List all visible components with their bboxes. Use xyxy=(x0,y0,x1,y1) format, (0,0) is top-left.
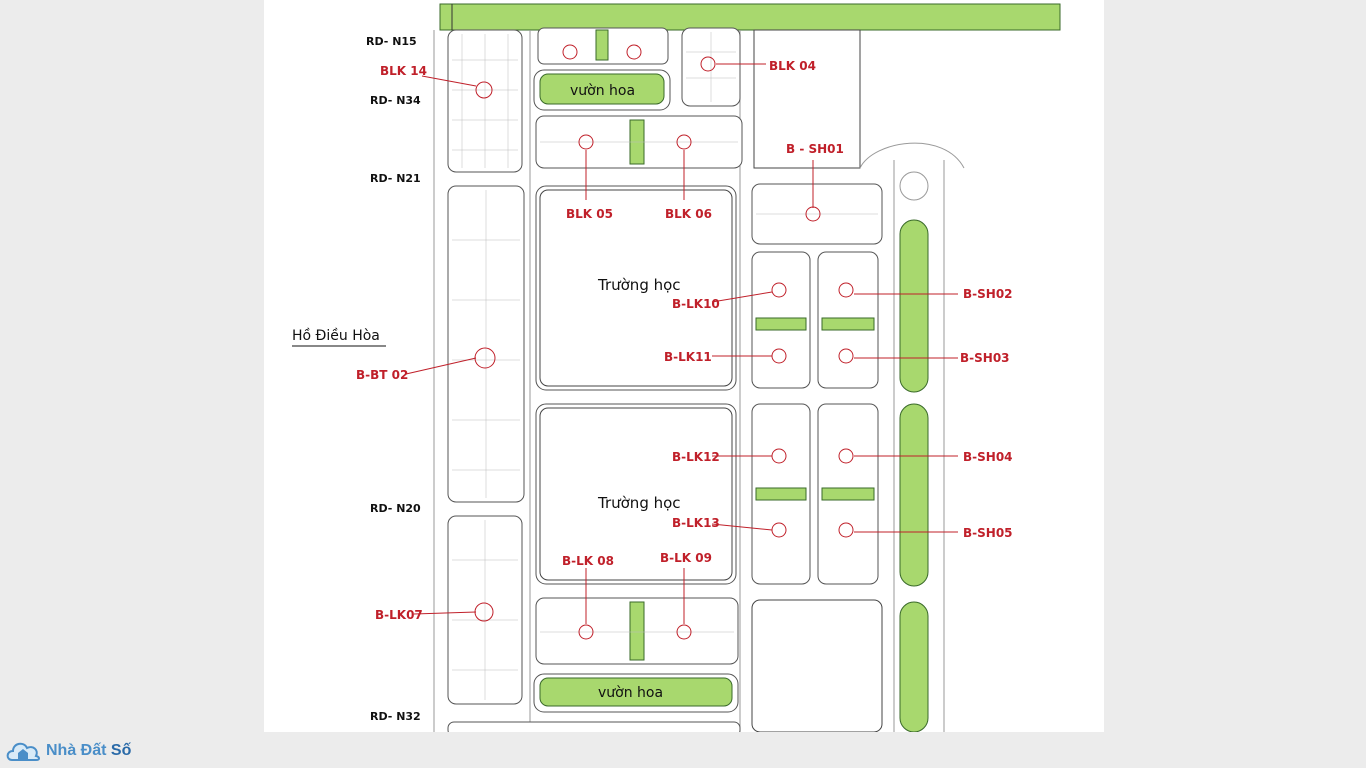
label-bsh01: B - SH01 xyxy=(786,142,844,156)
green-strip-bsh02-03 xyxy=(821,317,875,331)
label-blk08: B-LK 08 xyxy=(562,554,614,568)
site-plan-map: vườn hoa Trường học Trường học xyxy=(264,0,1104,732)
green-strip-right-1 xyxy=(899,219,929,393)
label-blk07: B-LK07 xyxy=(375,608,423,622)
label-bbt02: B-BT 02 xyxy=(356,368,408,382)
school-2-label: Trường học xyxy=(597,494,681,512)
cloud-house-icon xyxy=(6,742,40,761)
label-blk05: BLK 05 xyxy=(566,207,613,221)
green-strip-blk12-13 xyxy=(755,487,807,501)
green-strip-bsh04-05 xyxy=(821,487,875,501)
label-blk09: B-LK 09 xyxy=(660,551,712,565)
label-blk12: B-LK12 xyxy=(672,450,720,464)
garden-1-label: vườn hoa xyxy=(570,83,635,99)
top-green-strip xyxy=(439,3,1061,31)
label-bsh04: B-SH04 xyxy=(963,450,1013,464)
garden-2-label: vườn hoa xyxy=(598,685,663,701)
green-divider-top xyxy=(595,29,609,61)
label-blk10: B-LK10 xyxy=(672,297,720,311)
school-1 xyxy=(539,189,733,387)
label-bsh05: B-SH05 xyxy=(963,526,1013,540)
school-1-frame xyxy=(535,185,737,391)
road-n20: RD- N20 xyxy=(370,502,421,515)
label-bsh02: B-SH02 xyxy=(963,287,1013,301)
label-bsh03: B-SH03 xyxy=(960,351,1010,365)
label-blk06: BLK 06 xyxy=(665,207,712,221)
label-blk14: BLK 14 xyxy=(380,64,427,78)
brand-name-part2: Số xyxy=(110,742,132,759)
road-n34: RD- N34 xyxy=(370,94,421,107)
school-2-frame xyxy=(535,403,737,585)
school-1-label: Trường học xyxy=(597,276,681,294)
road-n15: RD- N15 xyxy=(366,35,417,48)
brand-name: Nhà Đất Số xyxy=(46,742,131,760)
school-2 xyxy=(539,407,733,581)
label-blk13: B-LK13 xyxy=(672,516,720,530)
garden-2 xyxy=(539,677,733,707)
brand-name-part1: Nhà Đất xyxy=(46,742,111,759)
road-n32: RD- N32 xyxy=(370,710,421,723)
label-blk04: BLK 04 xyxy=(769,59,816,73)
garden-1 xyxy=(539,73,665,105)
brand-watermark: Nhà Đất Số xyxy=(6,734,131,768)
label-blk11: B-LK11 xyxy=(664,350,712,364)
road-n21: RD- N21 xyxy=(370,172,421,185)
empty-plot-bottom-right xyxy=(751,599,883,732)
green-divider-blk08-09 xyxy=(629,601,645,661)
green-strip-right-2 xyxy=(899,403,929,587)
lake-label: Hồ Điều Hòa xyxy=(292,327,380,344)
site-plan-drawing: vườn hoa Trường học Trường học xyxy=(292,3,1061,732)
green-strip-blk10-11 xyxy=(755,317,807,331)
block-bottom-partial xyxy=(447,721,741,732)
green-strip-right-3 xyxy=(899,601,929,732)
